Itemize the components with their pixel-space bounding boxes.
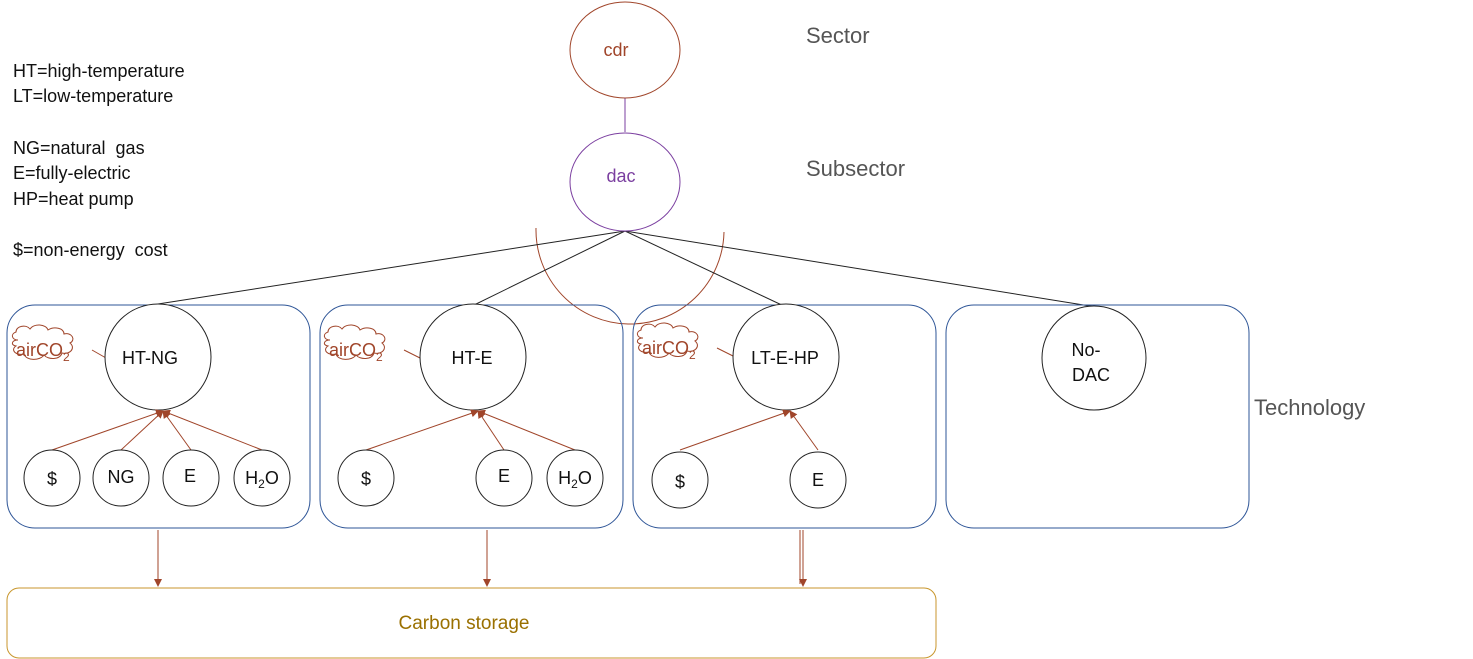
technology-label: LT-E-HP (751, 348, 819, 368)
subsector-layer-label: Subsector (806, 156, 906, 181)
input-e-label: E (184, 466, 196, 486)
cloud-link (716, 347, 734, 357)
input-cost-label: $ (361, 469, 371, 489)
technology-label-line2: DAC (1072, 365, 1110, 385)
technology-node (1041, 305, 1147, 411)
airco2-label: airCO2 (16, 340, 70, 364)
input-arrow (51, 409, 164, 451)
sector-node (569, 1, 681, 99)
legend-ht: HT=high-temperature (13, 61, 185, 81)
input-h2o-label: H2O (558, 468, 592, 491)
airco2-label: airCO2 (642, 338, 696, 362)
cloud-link (403, 349, 421, 359)
technology-box-nodac: No- DAC (945, 304, 1250, 529)
input-e-node (789, 451, 847, 509)
link-dac-hte (469, 230, 626, 308)
airco2-label: airCO2 (329, 340, 383, 364)
legend-e: E=fully-electric (13, 163, 131, 183)
link-dac-nodac (624, 230, 1097, 308)
input-arrow (162, 410, 192, 451)
sector-layer-label: Sector (806, 23, 870, 48)
input-ng-node (92, 449, 150, 507)
input-arrow (162, 409, 263, 451)
technology-label: HT-NG (122, 348, 178, 368)
input-arrow (477, 409, 576, 451)
legend-cost: $=non-energy cost (13, 240, 168, 260)
input-h2o-node (233, 449, 291, 507)
link-dac-htng (157, 230, 626, 305)
input-arrow (789, 410, 819, 451)
input-cost-node (23, 449, 81, 507)
input-e-node (162, 449, 220, 507)
input-arrow (365, 409, 479, 451)
subsector-node (569, 132, 681, 232)
legend-hp: HP=heat pump (13, 189, 134, 209)
link-dac-ltehp (624, 230, 787, 308)
technology-box-htng: airCO2 HT-NG $ NG E H2O (6, 303, 311, 529)
technology-label: HT-E (451, 348, 492, 368)
sector-label: cdr (603, 40, 628, 60)
subsector-label: dac (606, 166, 635, 186)
input-e-label: E (812, 470, 824, 490)
input-h2o-label: H2O (245, 468, 279, 491)
technology-label-line1: No- (1071, 340, 1100, 360)
input-arrow (477, 410, 505, 451)
input-ng-label: NG (108, 467, 135, 487)
input-e-label: E (498, 466, 510, 486)
input-arrow (679, 409, 791, 451)
input-cost-node (337, 449, 395, 507)
input-e-node (475, 449, 533, 507)
carbon-storage-box (6, 587, 937, 659)
technology-box-hte: airCO2 HT-E $ E H2O (319, 303, 624, 529)
input-cost-label: $ (675, 472, 685, 492)
input-h2o-node (546, 449, 604, 507)
technology-box-ltehp: airCO2 LT-E-HP $ E (632, 303, 937, 529)
technology-layer-label: Technology (1254, 395, 1366, 420)
technology-frame (945, 304, 1250, 529)
input-cost-label: $ (47, 469, 57, 489)
legend-ng: NG=natural gas (13, 138, 145, 158)
input-arrow (120, 410, 164, 451)
legend-lt: LT=low-temperature (13, 86, 174, 106)
cloud-link (91, 349, 107, 359)
input-cost-node (651, 451, 709, 509)
carbon-storage-label: Carbon storage (399, 613, 530, 634)
